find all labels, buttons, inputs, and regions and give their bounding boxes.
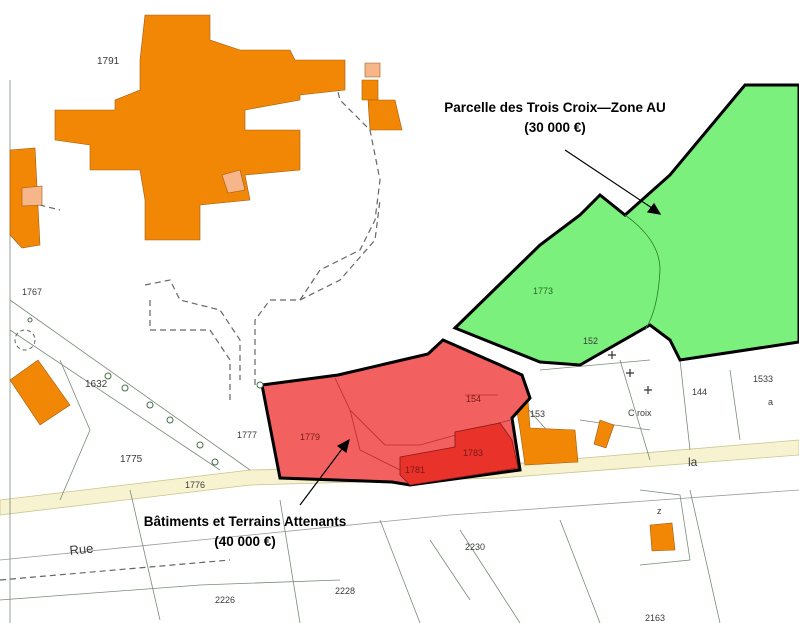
building-153 — [514, 399, 579, 466]
label-2230: 2230 — [465, 542, 485, 552]
label-1775: 1775 — [120, 454, 143, 465]
label-2163: 2163 — [645, 613, 665, 623]
label-2226: 2226 — [215, 595, 235, 605]
green-parcel-price: (30 000 €) — [524, 120, 586, 135]
building-small-3 — [593, 419, 615, 449]
label-2228: 2228 — [335, 586, 355, 596]
label-1783: 1783 — [463, 448, 483, 458]
cross-markers — [608, 351, 652, 394]
label-1632: 1632 — [85, 379, 108, 390]
label-1767: 1767 — [22, 287, 42, 297]
label-z: z — [657, 506, 662, 516]
road-lower — [0, 489, 799, 561]
label-1773: 1773 — [533, 286, 553, 296]
buildings-light — [21, 62, 381, 207]
building-small-2 — [367, 99, 403, 131]
green-parcel-1773[interactable] — [452, 83, 799, 367]
red-parcel-1781-1783 — [399, 422, 519, 486]
building-small-1 — [361, 79, 379, 101]
green-parcel-title: Parcelle des Trois Croix—Zone AU — [444, 100, 666, 115]
parcel-boundaries — [0, 80, 741, 623]
label-152: 152 — [583, 336, 598, 346]
dashed-circle — [14, 329, 36, 351]
red-parcel-title: Bâtiments et Terrains Attenants — [143, 514, 347, 529]
label-rue: Rue — [69, 541, 94, 558]
red-parcel-price: (40 000 €) — [214, 534, 276, 549]
building-1791 — [54, 14, 346, 241]
building-1632-left — [9, 359, 71, 426]
arrows — [299, 149, 662, 506]
label-1781: 1781 — [405, 465, 425, 475]
label-1776: 1776 — [185, 480, 205, 490]
label-1791: 1791 — [97, 56, 120, 67]
buildings — [9, 14, 676, 552]
parcel-labels: 1791 1767 1632 1775 1776 1777 1779 1781 … — [22, 56, 773, 623]
label-144: 144 — [692, 387, 707, 397]
label-1779: 1779 — [300, 432, 320, 442]
green-inner-line — [624, 214, 661, 331]
survey-markers — [27, 317, 264, 466]
building-z — [649, 522, 676, 552]
label-1777: 1777 — [237, 430, 257, 440]
label-croix: C roix — [628, 408, 652, 418]
label-1533: 1533 — [753, 374, 773, 384]
label-la: la — [688, 455, 698, 469]
red-inner-lines — [334, 377, 511, 471]
label-153: 153 — [530, 409, 545, 419]
label-a: a — [768, 397, 773, 407]
label-154: 154 — [466, 394, 481, 404]
green-parcel-annotation: Parcelle des Trois Croix—Zone AU (30 000… — [420, 98, 690, 138]
red-parcel-annotation: Bâtiments et Terrains Attenants (40 000 … — [110, 512, 380, 552]
